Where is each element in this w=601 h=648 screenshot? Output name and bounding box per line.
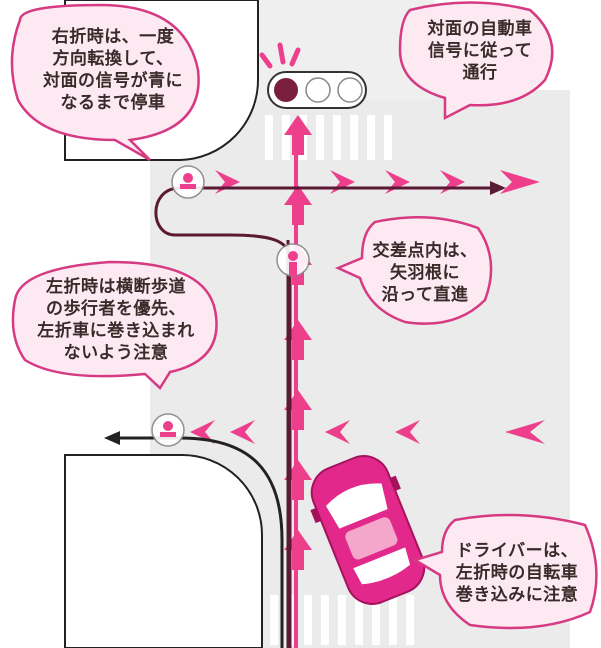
callout-bubble-driver xyxy=(411,513,598,630)
callout-bubble-left-turn xyxy=(11,260,218,390)
callout-bubble-right-turn xyxy=(10,3,200,162)
cyclist-icon-right-turn-wait xyxy=(171,165,205,199)
crosswalk-left xyxy=(70,170,120,267)
callout-right-turn-text: 右折時は、一度 方向転換して、 対面の信号が青に なるまで停車 xyxy=(28,26,198,114)
callout-line: 左折車に巻き込まれ xyxy=(37,321,195,341)
callout-line: ドライバーは、 xyxy=(455,541,579,561)
callout-line: 交差点内は、 xyxy=(372,241,478,261)
traffic-signal xyxy=(259,42,367,109)
callout-line: なるまで停車 xyxy=(60,93,166,113)
cyclist-icon-intersection xyxy=(276,243,310,277)
callout-line: ないよう注意 xyxy=(63,343,169,363)
callout-signal-text: 対面の自動車 信号に従って 通行 xyxy=(400,18,560,84)
westbound-chevrons xyxy=(190,420,545,444)
callout-line: 巻き込みに注意 xyxy=(455,585,579,605)
signal-glow xyxy=(259,42,301,69)
callout-line: 方向転換して、 xyxy=(52,49,174,69)
signal-lamp-red xyxy=(274,78,298,102)
callout-line: 矢羽根に xyxy=(390,263,460,283)
left-turn-path xyxy=(120,436,284,648)
car-icon xyxy=(310,455,426,605)
signal-lamp-green xyxy=(337,77,363,103)
callout-line: 対面の信号が青に xyxy=(43,71,183,91)
callout-line: 対面の自動車 xyxy=(427,19,533,39)
left-turn-arrowhead xyxy=(104,431,120,445)
callout-bubble-signal xyxy=(398,1,554,121)
cyclist-icon-left-turn xyxy=(151,413,185,447)
sidewalk-corner-bottom-left xyxy=(64,453,263,648)
right-turn-arrowhead xyxy=(490,181,506,195)
callout-line: 信号に従って xyxy=(427,41,533,61)
callout-line: 沿って直進 xyxy=(381,285,469,305)
callout-straight-text: 交差点内は、 矢羽根に 沿って直進 xyxy=(360,240,490,306)
callout-left-turn-text: 左折時は横断歩道 の歩行者を優先、 左折車に巻き込まれ ないよう注意 xyxy=(12,276,220,364)
callout-line: 右折時は、一度 xyxy=(51,27,175,47)
signal-lamp-yellow xyxy=(305,77,331,103)
callout-line: 通行 xyxy=(462,63,498,83)
crosswalk-bottom xyxy=(270,595,414,645)
callout-line: の歩行者を優先、 xyxy=(46,299,186,319)
callout-line: 左折時は横断歩道 xyxy=(46,277,186,297)
callout-bubble-straight xyxy=(334,215,493,325)
callout-driver-text: ドライバーは、 左折時の自転車 巻き込みに注意 xyxy=(438,540,596,606)
callout-line: 左折時の自転車 xyxy=(455,563,579,583)
